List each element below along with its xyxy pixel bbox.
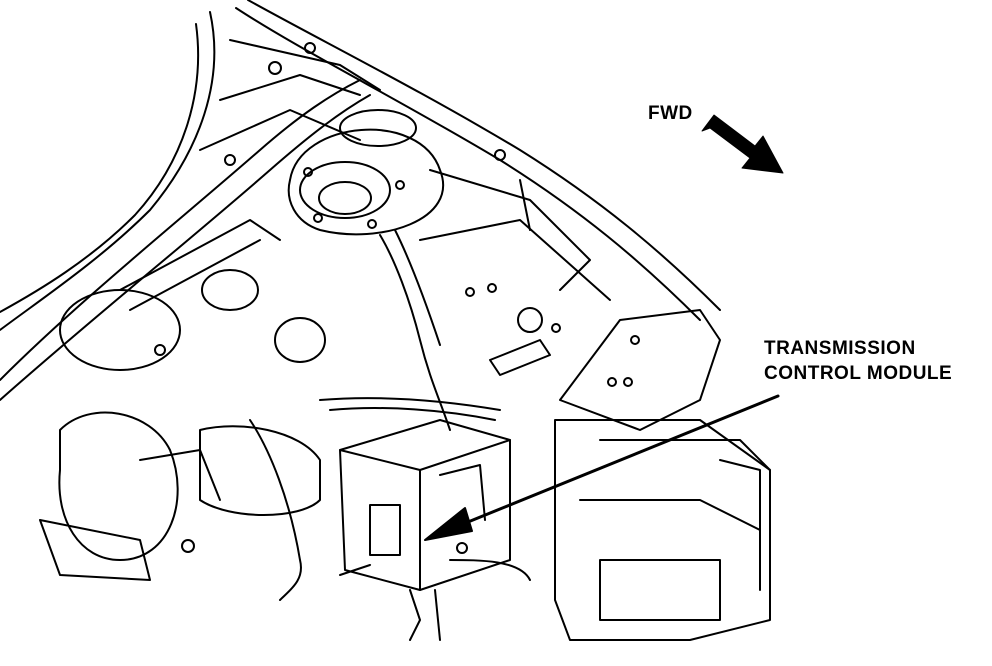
cowl-rail	[119, 39, 506, 311]
transmission-control-module	[339, 419, 511, 591]
connector-bracket	[489, 307, 721, 431]
transmission-control-module-label: TRANSMISSION CONTROL MODULE	[764, 336, 952, 386]
fwd-label: FWD	[648, 103, 693, 124]
inner-panel	[419, 169, 611, 333]
callout-arrow	[424, 394, 780, 541]
callout-label-line-2: CONTROL MODULE	[764, 363, 953, 384]
fender-edge	[0, 0, 721, 401]
wiring-harness	[249, 229, 501, 601]
strut-tower	[287, 109, 444, 236]
callout-label-line-1: TRANSMISSION	[764, 338, 916, 359]
battery-tray	[554, 419, 771, 641]
tcm-connector-leads	[409, 559, 531, 641]
forward-direction-arrow	[701, 114, 784, 174]
engine-components	[39, 269, 326, 581]
